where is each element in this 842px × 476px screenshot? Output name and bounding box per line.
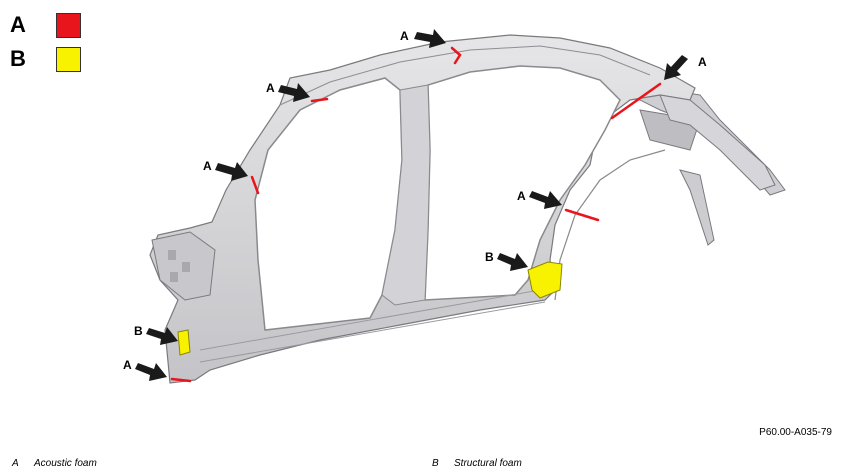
arrow-icon [135, 363, 167, 381]
legend-item-b: B [10, 46, 81, 72]
arrow-icon [497, 253, 528, 271]
arrow-icon [215, 162, 248, 181]
callout-labels: A A A A A B B A [123, 29, 707, 372]
legend-letter-a: A [10, 12, 26, 37]
legend-swatch-acoustic [56, 12, 81, 38]
legend-swatch-structural [56, 46, 81, 72]
callout-arrows [135, 29, 688, 381]
callout-label: A [266, 81, 275, 95]
arrow-icon [529, 191, 562, 209]
acoustic-foam-rocker-front [170, 377, 192, 383]
footnote-text-b: Structural foam [454, 458, 522, 469]
acoustic-foam-wheel-arch [564, 208, 600, 222]
callout-label: A [517, 189, 526, 203]
arrow-icon [146, 327, 178, 345]
acoustic-foam-c-pillar [610, 82, 662, 120]
acoustic-foam-markers [170, 46, 662, 383]
arrow-icon [414, 29, 446, 48]
legend-letter-b: B [10, 46, 26, 71]
callout-label: B [134, 324, 143, 338]
arrow-icon [278, 83, 310, 102]
callout-label: A [123, 358, 132, 372]
structural-foam-markers [177, 261, 563, 356]
acoustic-foam-a-pillar-lower [250, 175, 260, 195]
footnote-key-a: A [12, 458, 19, 469]
footnote-b: B Structural foam [432, 458, 522, 469]
callout-label: A [203, 159, 212, 173]
footnote-a: A Acoustic foam [12, 458, 97, 469]
callout-label: B [485, 250, 494, 264]
callout-label: A [400, 29, 409, 43]
reference-code: P60.00-A035-79 [759, 427, 832, 438]
callout-label: A [698, 55, 707, 69]
acoustic-foam-roof-rail [450, 46, 462, 65]
legend-item-a: A [10, 12, 81, 38]
structural-foam-rear [527, 261, 563, 299]
arrow-icon [664, 55, 688, 80]
footnote-key-b: B [432, 458, 439, 469]
structural-foam-front [177, 329, 191, 356]
acoustic-foam-a-pillar-upper [310, 97, 329, 103]
body-side-panel [149, 34, 786, 384]
footnote-text-a: Acoustic foam [34, 458, 97, 469]
